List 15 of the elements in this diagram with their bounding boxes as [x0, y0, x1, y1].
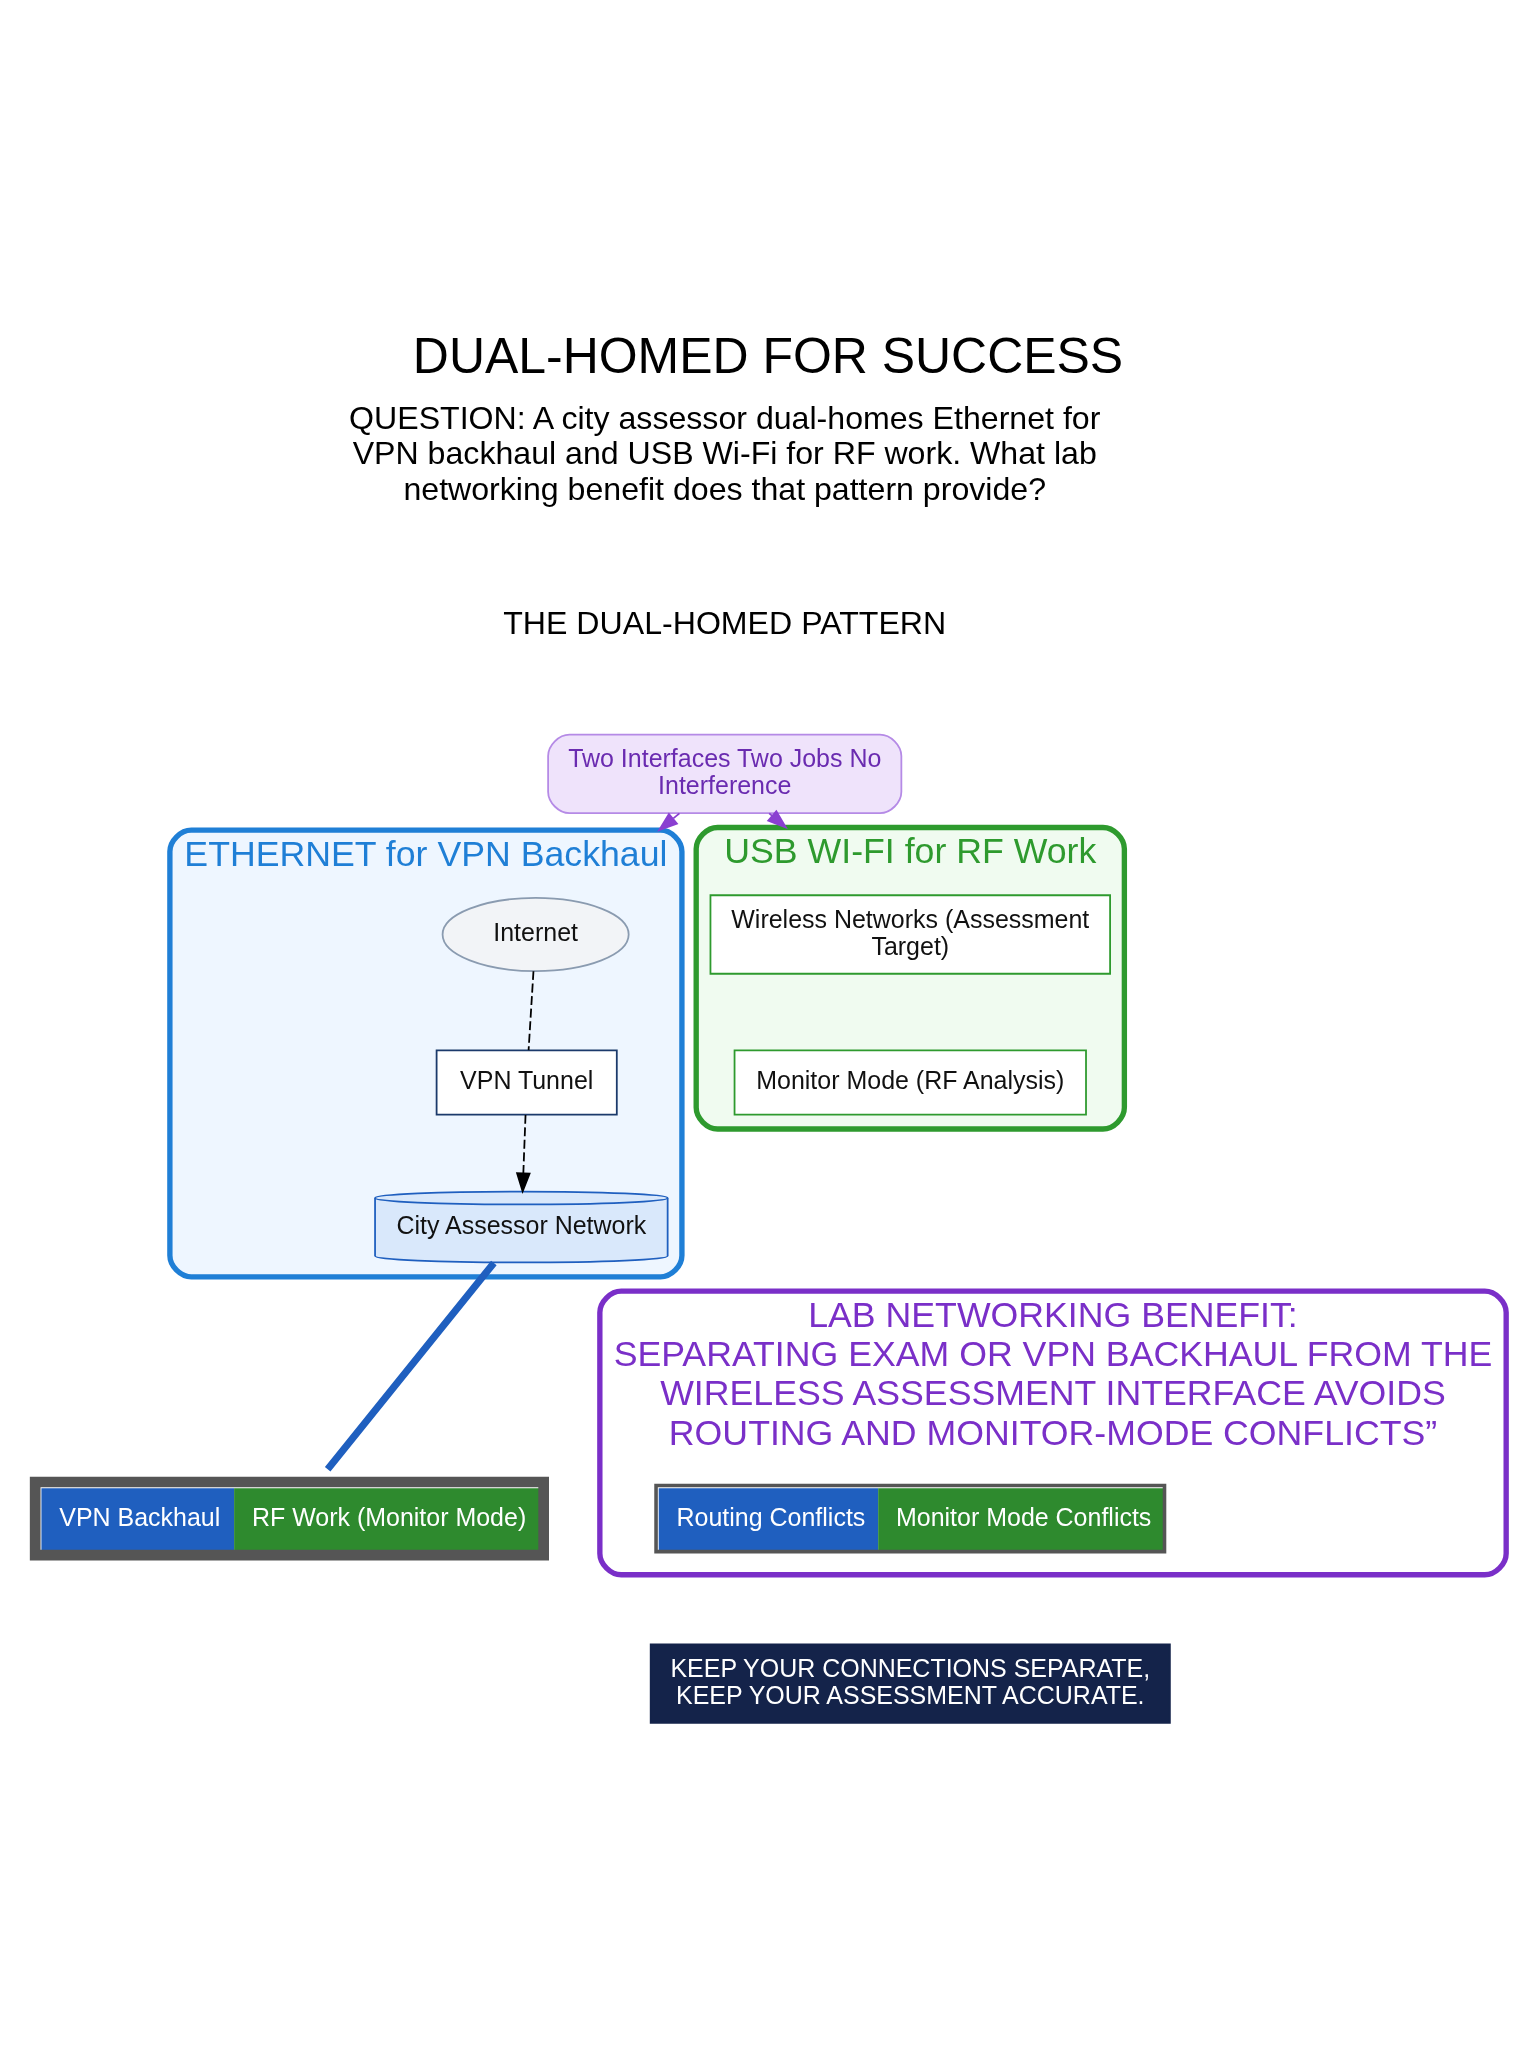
node-box: Monitor Mode (RF Analysis) [733, 1049, 1087, 1116]
arrow [657, 811, 681, 832]
node-box: Wireless Networks (Assessment Target) [709, 893, 1111, 975]
node-box: Two Interfaces Two Jobs No Interference [547, 733, 903, 814]
node-box: VPN Tunnel [435, 1049, 618, 1116]
diagram-title: DUAL-HOMED FOR SUCCESS [412, 327, 1124, 384]
node-box: VPN Backhaul RF Work (Monitor Mode) [29, 1476, 549, 1560]
connector [527, 969, 535, 1051]
arrow [515, 1113, 531, 1194]
node-ellipse: Internet [441, 896, 630, 972]
label: THE DUAL-HOMED PATTERN [503, 604, 947, 641]
arrow [766, 809, 788, 829]
label: QUESTION: A city assessor dual-homes Ethernet for VPN backhaul and USB Wi-Fi for RF work. What lab networking benefit does that pattern provide? [349, 399, 1101, 507]
node-box: KEEP YOUR CONNECTIONS SEPARATE, KEEP YOUR ASSESSMENT ACCURATE. [649, 1642, 1171, 1724]
connector [324, 1260, 497, 1472]
